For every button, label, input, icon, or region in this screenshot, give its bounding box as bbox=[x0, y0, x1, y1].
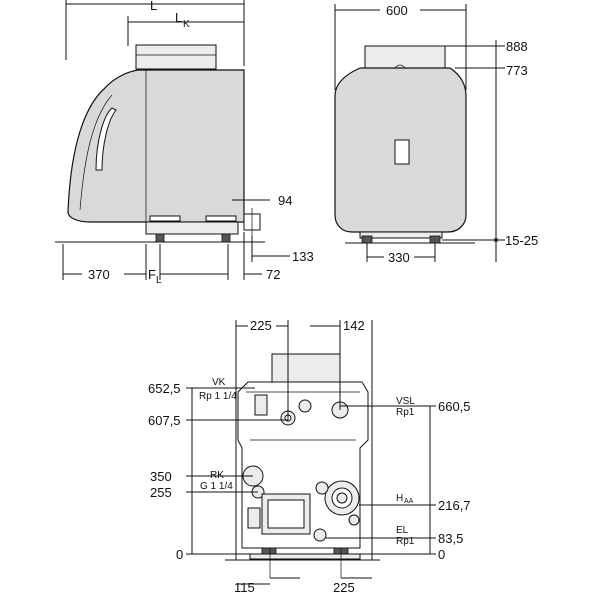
dim-773-label: 773 bbox=[506, 63, 528, 78]
dim-133-label: 133 bbox=[292, 249, 314, 264]
side-boiler-body bbox=[67, 69, 245, 223]
rear-left-bracket bbox=[254, 394, 268, 416]
rear-side-module bbox=[247, 507, 261, 529]
label-rk: RK bbox=[210, 470, 224, 481]
rear-base bbox=[249, 553, 361, 560]
dim-660-label: 660,5 bbox=[438, 399, 471, 414]
front-foot-right bbox=[429, 235, 441, 244]
side-view: L L K 94 133 370 F L 72 bbox=[55, 0, 314, 286]
rear-flue-box bbox=[271, 353, 341, 383]
dim-888-label: 888 bbox=[506, 39, 528, 54]
dim-LK-label: L bbox=[175, 10, 182, 25]
label-haa: H bbox=[396, 493, 403, 504]
side-base-plinth bbox=[145, 221, 239, 235]
side-foot-right bbox=[221, 233, 231, 243]
front-view: 600 888 773 15-25 330 bbox=[334, 3, 538, 265]
rear-aux-port bbox=[298, 399, 312, 413]
label-vsl-thread: Rp1 bbox=[396, 407, 415, 418]
dim-72-label: 72 bbox=[266, 267, 280, 282]
dim-225-top-label: 225 bbox=[250, 318, 272, 333]
dim-FL-subscript: L bbox=[156, 275, 162, 286]
dim-607-label: 607,5 bbox=[148, 413, 181, 428]
dim-370-label: 370 bbox=[88, 267, 110, 282]
label-rk-thread: G 1 1/4 bbox=[200, 481, 233, 492]
front-foot-left bbox=[361, 235, 373, 244]
label-el: EL bbox=[396, 525, 409, 536]
dim-15-25-dot bbox=[494, 238, 498, 242]
dim-330-label: 330 bbox=[388, 250, 410, 265]
rear-foot-left bbox=[261, 547, 277, 555]
side-vent-right bbox=[205, 215, 237, 222]
rear-haa-sub-port bbox=[315, 481, 329, 495]
front-base bbox=[359, 231, 443, 239]
label-vk: VK bbox=[212, 377, 226, 388]
side-flue-collar bbox=[135, 44, 217, 70]
dim-600-label: 600 bbox=[386, 3, 408, 18]
label-vk-thread: Rp 1 1/4 bbox=[199, 391, 237, 402]
dim-94-label: 94 bbox=[278, 193, 292, 208]
front-display-window bbox=[394, 139, 410, 165]
rear-el-port bbox=[313, 528, 327, 542]
side-foot-left bbox=[155, 233, 165, 243]
rear-haa-port-core bbox=[336, 492, 348, 504]
rear-view: 225 142 652,5 607,5 350 255 0 VK Rp 1 1/… bbox=[148, 318, 471, 595]
dim-652-label: 652,5 bbox=[148, 381, 181, 396]
label-haa-subscript: AA bbox=[404, 498, 414, 505]
dim-83-label: 83,5 bbox=[438, 531, 463, 546]
dim-142-label: 142 bbox=[343, 318, 365, 333]
side-shell-edge bbox=[79, 94, 113, 211]
rear-haa-drain bbox=[348, 514, 360, 526]
dim-0-left-label: 0 bbox=[176, 547, 183, 562]
dim-115-label: 115 bbox=[234, 580, 255, 595]
label-el-thread: Rp1 bbox=[396, 536, 415, 547]
dim-350-label: 350 bbox=[150, 469, 172, 484]
front-flue-box bbox=[364, 45, 446, 69]
label-vsl: VSL bbox=[396, 396, 415, 407]
dim-0-right-label: 0 bbox=[438, 547, 445, 562]
dim-255-label: 255 bbox=[150, 485, 172, 500]
dim-15-25-label: 15-25 bbox=[505, 233, 538, 248]
side-vent-left bbox=[149, 215, 181, 222]
dim-LK-subscript: K bbox=[183, 19, 190, 30]
dim-FL-label: F bbox=[148, 267, 156, 282]
front-flue-notch bbox=[394, 64, 406, 69]
dim-225-bottom-label: 225 bbox=[333, 580, 355, 595]
dim-L-label: L bbox=[150, 0, 157, 13]
side-handle-slot bbox=[95, 107, 117, 171]
dim-216-label: 216,7 bbox=[438, 498, 471, 513]
rear-control-box-inner bbox=[267, 499, 305, 529]
